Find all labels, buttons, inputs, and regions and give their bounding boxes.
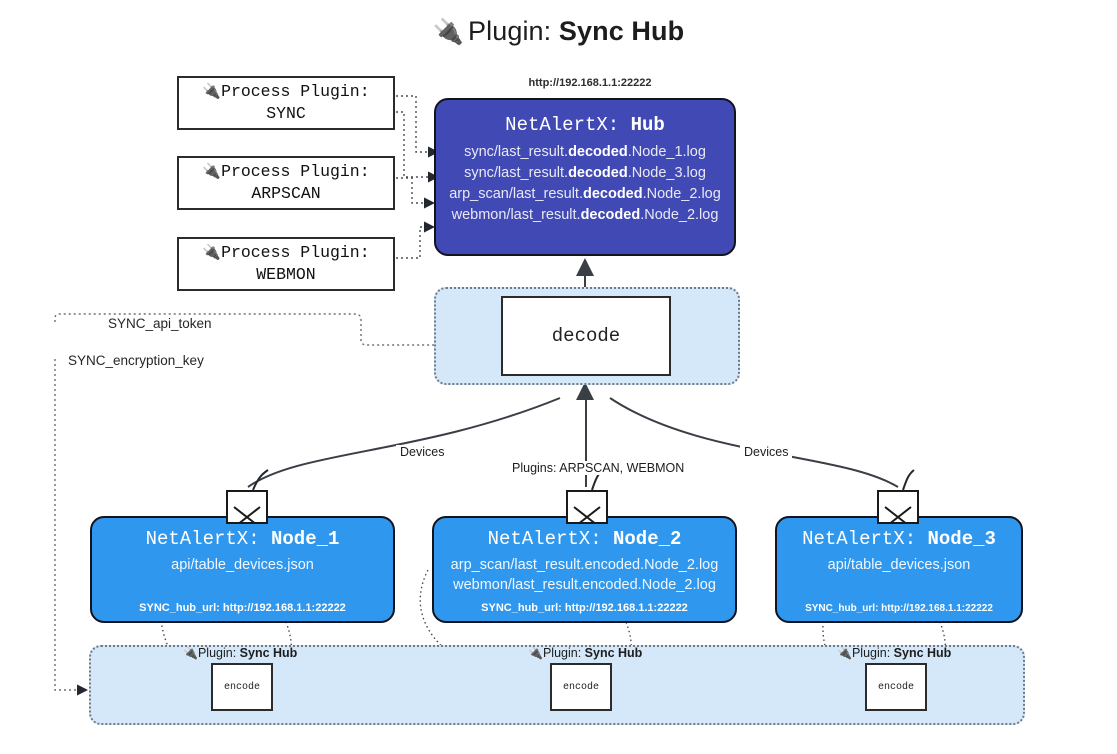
plugin-band-label-1: 🔌Plugin: Sync Hub — [183, 646, 297, 660]
node-title-prefix: NetAlertX: — [487, 528, 613, 550]
encode-box-2[interactable]: encode — [550, 663, 612, 711]
page-title-name: Sync Hub — [558, 16, 685, 46]
log-mid: decoded — [582, 186, 643, 202]
plugin-label-prefix: Plugin: — [197, 646, 240, 660]
wire-envelope3-stem — [902, 469, 915, 491]
wire-sync-to-log1 — [396, 95, 440, 158]
plugin-label-name: Sync Hub — [893, 646, 952, 660]
plug-icon: 🔌 — [202, 243, 222, 262]
envelope-icon — [566, 490, 608, 524]
plug-icon: 🔌 — [432, 18, 465, 46]
edge-label-devices-right: Devices — [740, 445, 793, 459]
hub-log-item: arp_scan/last_result.decoded.Node_2.log — [436, 186, 734, 202]
envelope-icon — [226, 490, 268, 524]
process-plugin-name: ARPSCAN — [251, 184, 321, 203]
plug-icon: 🔌 — [528, 646, 543, 660]
hub-log-item: webmon/last_result.decoded.Node_2.log — [436, 207, 734, 223]
hub-node[interactable]: NetAlertX: Hub sync/last_result.decoded.… — [434, 98, 736, 256]
node-line-list: api/table_devices.json — [92, 557, 393, 573]
process-plugin-arpscan[interactable]: 🔌Process Plugin: ARPSCAN — [177, 156, 395, 210]
plugin-band-label-3: 🔌Plugin: Sync Hub — [837, 646, 951, 660]
hub-url-label: http://192.168.1.1:22222 — [528, 77, 652, 89]
node-title-prefix: NetAlertX: — [145, 528, 271, 550]
log-post: .Node_1.log — [627, 144, 706, 160]
envelope-icon — [877, 490, 919, 524]
log-post: .Node_2.log — [640, 207, 719, 223]
plug-icon: 🔌 — [202, 82, 222, 101]
node-line: api/table_devices.json — [827, 557, 971, 573]
process-plugin-name: SYNC — [266, 104, 306, 123]
log-post: .Node_2.log — [642, 186, 721, 202]
node-title: NetAlertX: Node_1 — [92, 528, 393, 550]
plug-icon: 🔌 — [837, 646, 852, 660]
wire-webmon-to-log4 — [396, 221, 436, 259]
node-footer: SYNC_hub_url: http://192.168.1.1:22222 — [805, 603, 993, 614]
node-title-name: Node_1 — [271, 528, 340, 550]
node-title-prefix: NetAlertX: — [802, 528, 928, 550]
node-line-list: api/table_devices.json — [777, 557, 1021, 573]
hub-log-item: sync/last_result.decoded.Node_1.log — [436, 144, 734, 160]
node-card-node1[interactable]: NetAlertX: Node_1 api/table_devices.json… — [90, 516, 395, 623]
page-title-prefix: Plugin: — [468, 16, 559, 46]
node-line-list: arp_scan/last_result.encoded.Node_2.log … — [434, 557, 735, 593]
wire-envelope1-stem — [252, 469, 269, 491]
node-title: NetAlertX: Node_2 — [434, 528, 735, 550]
wire-node2-to-encode — [419, 569, 546, 692]
wire-sync-to-log2 — [396, 111, 440, 183]
log-mid: decoded — [568, 165, 628, 181]
encode-box-3[interactable]: encode — [865, 663, 927, 711]
node-card-node2[interactable]: NetAlertX: Node_2 arp_scan/last_result.e… — [432, 516, 737, 623]
edge-label-devices-left: Devices — [396, 445, 449, 459]
process-plugin-label: Process Plugin: — [221, 162, 370, 182]
process-plugin-sync[interactable]: 🔌Process Plugin: SYNC — [177, 76, 395, 130]
hub-log-item: sync/last_result.decoded.Node_3.log — [436, 165, 734, 181]
node-title-name: Node_2 — [613, 528, 682, 550]
node-footer: SYNC_hub_url: http://192.168.1.1:22222 — [481, 602, 688, 614]
hub-title: NetAlertX: Hub — [436, 114, 734, 136]
plugin-label-name: Sync Hub — [239, 646, 298, 660]
plugin-label-name: Sync Hub — [584, 646, 643, 660]
log-mid: decoded — [568, 144, 628, 160]
label-api-token: SYNC_api_token — [104, 316, 216, 331]
log-mid: decoded — [580, 207, 641, 223]
page-title: 🔌Plugin: Sync Hub — [0, 16, 1117, 47]
plug-icon: 🔌 — [202, 162, 222, 181]
process-plugin-name: WEBMON — [256, 265, 316, 284]
wire-node1-to-decode — [247, 397, 561, 488]
node-line: webmon/last_result.encoded.Node_2.log — [453, 577, 716, 593]
log-pre: sync/last_result. — [464, 144, 569, 160]
hub-log-list: sync/last_result.decoded.Node_1.log sync… — [436, 144, 734, 223]
process-plugin-label: Process Plugin: — [221, 82, 370, 102]
hub-title-name: Hub — [630, 114, 665, 136]
node-line: arp_scan/last_result.encoded.Node_2.log — [450, 557, 719, 573]
log-pre: arp_scan/last_result. — [449, 186, 583, 202]
decode-box[interactable]: decode — [501, 296, 671, 376]
wire-encryption-key-to-band — [54, 359, 89, 696]
node-footer: SYNC_hub_url: http://192.168.1.1:22222 — [139, 602, 346, 614]
process-plugin-webmon[interactable]: 🔌Process Plugin: WEBMON — [177, 237, 395, 291]
log-post: .Node_3.log — [627, 165, 706, 181]
hub-title-prefix: NetAlertX: — [505, 114, 631, 136]
plugin-band-label-2: 🔌Plugin: Sync Hub — [528, 646, 642, 660]
log-pre: sync/last_result. — [464, 165, 569, 181]
node-title: NetAlertX: Node_3 — [777, 528, 1021, 550]
plug-icon: 🔌 — [183, 646, 198, 660]
wire-api-token-to-decode — [54, 313, 501, 351]
node-card-node3[interactable]: NetAlertX: Node_3 api/table_devices.json… — [775, 516, 1023, 623]
label-encryption-key: SYNC_encryption_key — [64, 353, 208, 368]
wire-arpscan-to-log3 — [396, 177, 436, 209]
process-plugin-label: Process Plugin: — [221, 243, 370, 263]
edge-label-plugins: Plugins: ARPSCAN, WEBMON — [508, 461, 689, 475]
log-pre: webmon/last_result. — [451, 207, 581, 223]
plugin-label-prefix: Plugin: — [542, 646, 585, 660]
plugin-label-prefix: Plugin: — [851, 646, 894, 660]
encode-box-1[interactable]: encode — [211, 663, 273, 711]
node-title-name: Node_3 — [927, 528, 996, 550]
node-line: api/table_devices.json — [171, 557, 314, 573]
